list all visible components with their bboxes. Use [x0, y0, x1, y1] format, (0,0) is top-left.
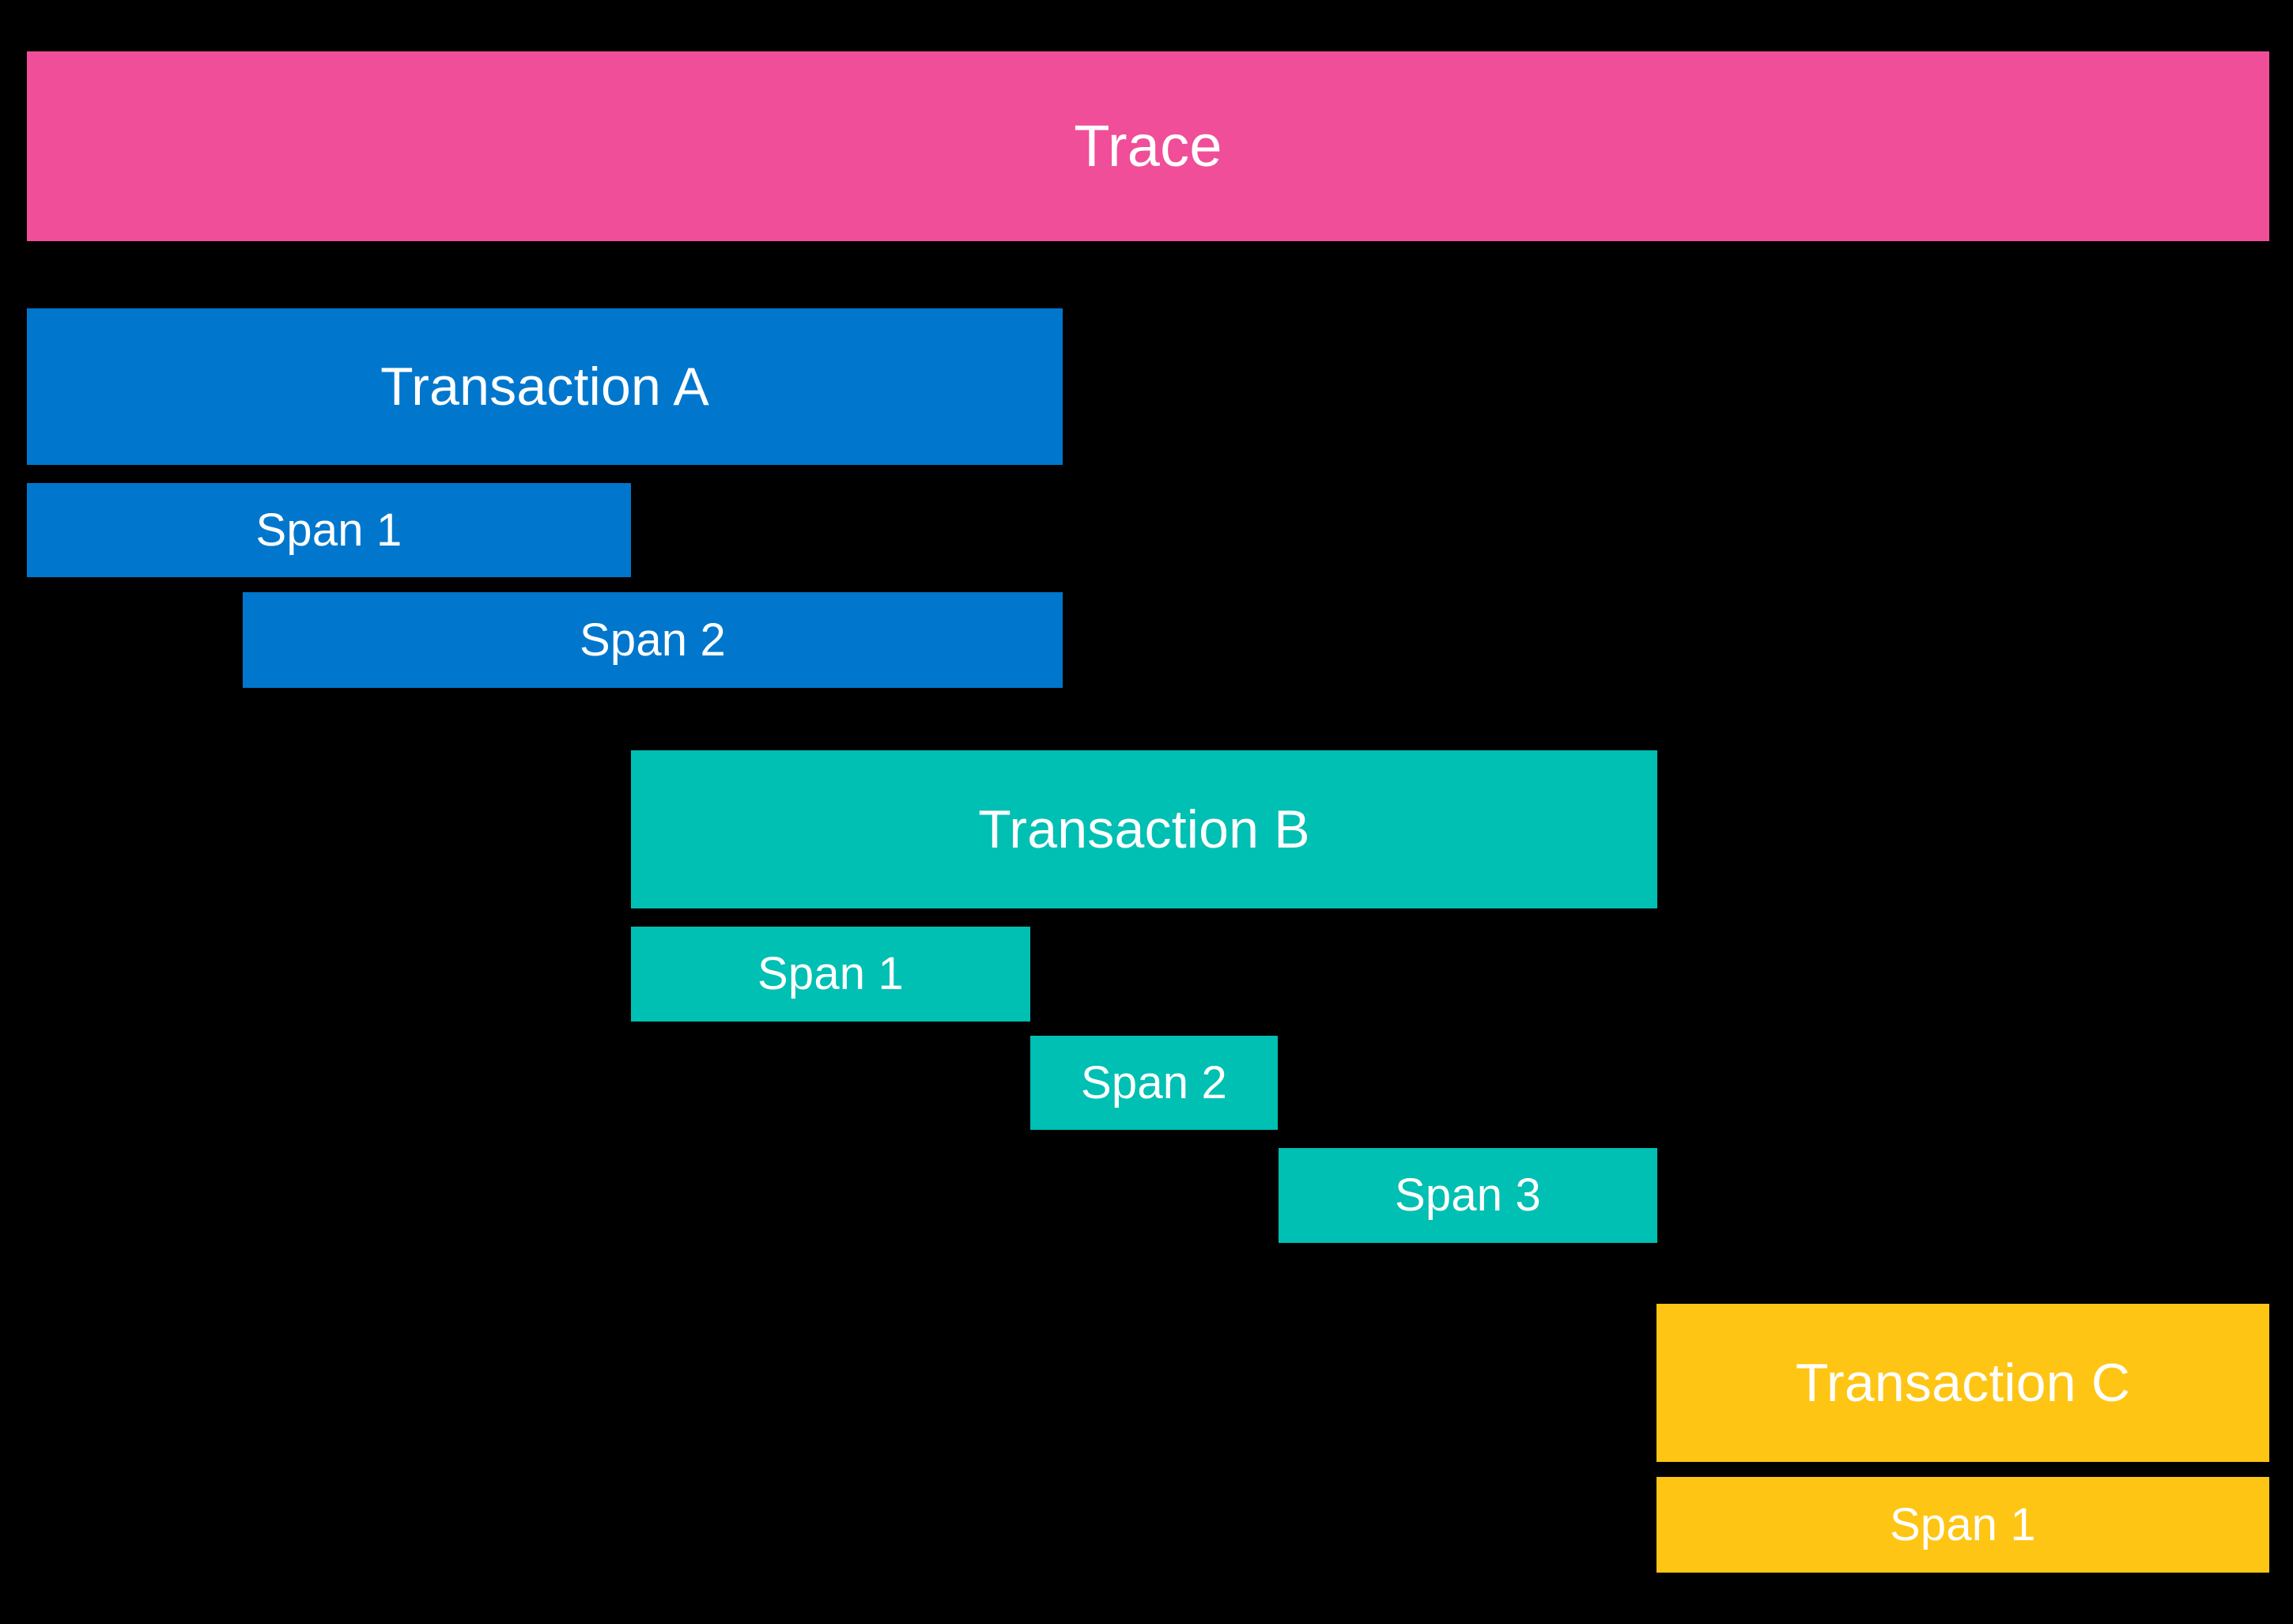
bar-transaction-a[interactable]: Transaction A [27, 308, 1063, 465]
bar-transaction-a-span-2[interactable]: Span 2 [243, 592, 1063, 688]
bar-transaction-c[interactable]: Transaction C [1656, 1304, 2269, 1462]
bar-label-transaction-c: Transaction C [1795, 1353, 2131, 1413]
bar-transaction-c-span-1[interactable]: Span 1 [1656, 1477, 2269, 1573]
bar-label-transaction-b-span-1: Span 1 [757, 948, 905, 999]
bar-label-trace: Trace [1074, 113, 1222, 179]
bar-label-transaction-b: Transaction B [978, 799, 1310, 859]
bar-label-transaction-a: Transaction A [380, 357, 709, 417]
bar-transaction-b-span-2[interactable]: Span 2 [1030, 1036, 1278, 1130]
bar-transaction-b-span-1[interactable]: Span 1 [631, 927, 1030, 1022]
bar-trace[interactable]: Trace [27, 51, 2269, 241]
bar-label-transaction-a-span-2: Span 2 [579, 614, 727, 666]
bar-label-transaction-a-span-1: Span 1 [255, 504, 402, 556]
bar-transaction-b-span-3[interactable]: Span 3 [1279, 1148, 1657, 1243]
bar-label-transaction-c-span-1: Span 1 [1889, 1498, 2037, 1550]
bar-label-transaction-b-span-3: Span 3 [1394, 1169, 1542, 1221]
bar-transaction-b[interactable]: Transaction B [631, 750, 1657, 908]
bar-transaction-a-span-1[interactable]: Span 1 [27, 483, 631, 577]
bar-label-transaction-b-span-2: Span 2 [1080, 1056, 1228, 1108]
